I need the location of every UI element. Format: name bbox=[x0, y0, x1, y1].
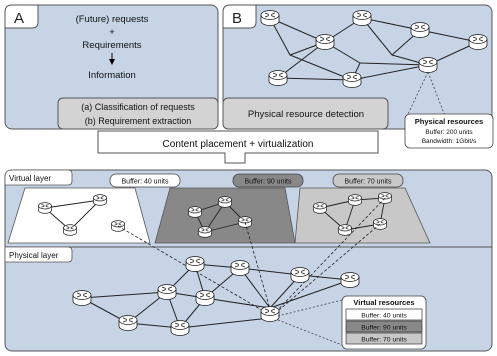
router-icon bbox=[230, 260, 250, 276]
placement-text: Content placement + virtualization bbox=[163, 139, 314, 150]
layers-panel: Virtual layer Physical layer Buffer: 40 … bbox=[4, 169, 493, 352]
router-icon bbox=[38, 202, 52, 214]
panel-b-footer bbox=[222, 97, 389, 130]
router-icon bbox=[188, 206, 202, 218]
router-icon bbox=[118, 315, 138, 331]
plus-text: + bbox=[109, 27, 115, 38]
buffer-pill-3-text: Buffer: 70 units bbox=[345, 179, 392, 186]
router-icon bbox=[352, 10, 372, 26]
panel-b: B bbox=[222, 4, 494, 149]
virtual-layer-label: Virtual layer bbox=[9, 174, 51, 183]
buffer-pill-2: Buffer: 90 units bbox=[232, 173, 304, 188]
router-icon bbox=[315, 34, 335, 50]
router-icon bbox=[260, 10, 280, 26]
virtual-resources-callout: Virtual resources Buffer: 40 units Buffe… bbox=[277, 295, 427, 350]
physical-resources-title: Physical resources bbox=[415, 117, 483, 126]
physical-resources-callout: Physical resources Buffer: 200 units Ban… bbox=[404, 71, 494, 149]
router-icon bbox=[93, 194, 107, 206]
router-icon bbox=[290, 267, 310, 283]
router-icon bbox=[195, 290, 215, 306]
detection-text: Physical resource detection bbox=[248, 109, 364, 120]
panel-b-letter: B bbox=[232, 10, 242, 27]
router-icon bbox=[260, 306, 280, 322]
physical-layer-label: Physical layer bbox=[9, 251, 59, 260]
router-icon bbox=[348, 194, 362, 206]
physical-bandwidth-text: Bandwidth: 1Gbit/s bbox=[422, 138, 477, 145]
requests-text: (Future) requests bbox=[76, 14, 149, 25]
virtual-resources-title: Virtual resources bbox=[353, 298, 414, 307]
router-icon bbox=[218, 196, 232, 208]
virtual-slice-3 bbox=[294, 187, 431, 244]
router-icon bbox=[198, 226, 212, 238]
mapping-lines bbox=[117, 197, 386, 317]
buffer-pill-1-text: Buffer: 40 units bbox=[122, 179, 169, 186]
router-icon bbox=[313, 202, 327, 214]
router-icon bbox=[63, 224, 77, 236]
information-text: Information bbox=[88, 70, 136, 81]
virtual-resource-1: Buffer: 40 units bbox=[361, 313, 407, 320]
router-icon bbox=[185, 256, 205, 272]
buffer-pill-3: Buffer: 70 units bbox=[332, 173, 404, 188]
panel-a: A (Future) requests + Requirements Infor… bbox=[4, 4, 219, 130]
router-icon bbox=[170, 320, 190, 336]
virtual-slice-1 bbox=[7, 187, 151, 244]
classification-text: (a) Classification of requests bbox=[81, 102, 195, 112]
router-icon bbox=[342, 72, 362, 88]
buffer-pill-1: Buffer: 40 units bbox=[109, 173, 181, 188]
extraction-text: (b) Requirement extraction bbox=[85, 116, 192, 126]
panel-a-letter: A bbox=[14, 10, 24, 27]
content-placement-arrow: Content placement + virtualization bbox=[97, 130, 379, 164]
router-icon bbox=[268, 70, 288, 86]
virtual-resource-3: Buffer: 70 units bbox=[361, 337, 407, 344]
router-icon bbox=[340, 272, 360, 288]
buffer-pill-2-text: Buffer: 90 units bbox=[245, 179, 292, 186]
virtual-resource-2: Buffer: 90 units bbox=[361, 325, 407, 332]
router-icon bbox=[157, 284, 177, 300]
router-icon bbox=[418, 57, 438, 73]
panel-a-footer bbox=[57, 97, 219, 130]
router-icon bbox=[72, 290, 92, 306]
router-icon bbox=[410, 22, 430, 38]
physical-buffer-text: Buffer: 200 units bbox=[425, 129, 473, 136]
router-icon bbox=[338, 224, 352, 236]
requirements-text: Requirements bbox=[82, 40, 141, 51]
router-icon bbox=[468, 34, 488, 50]
